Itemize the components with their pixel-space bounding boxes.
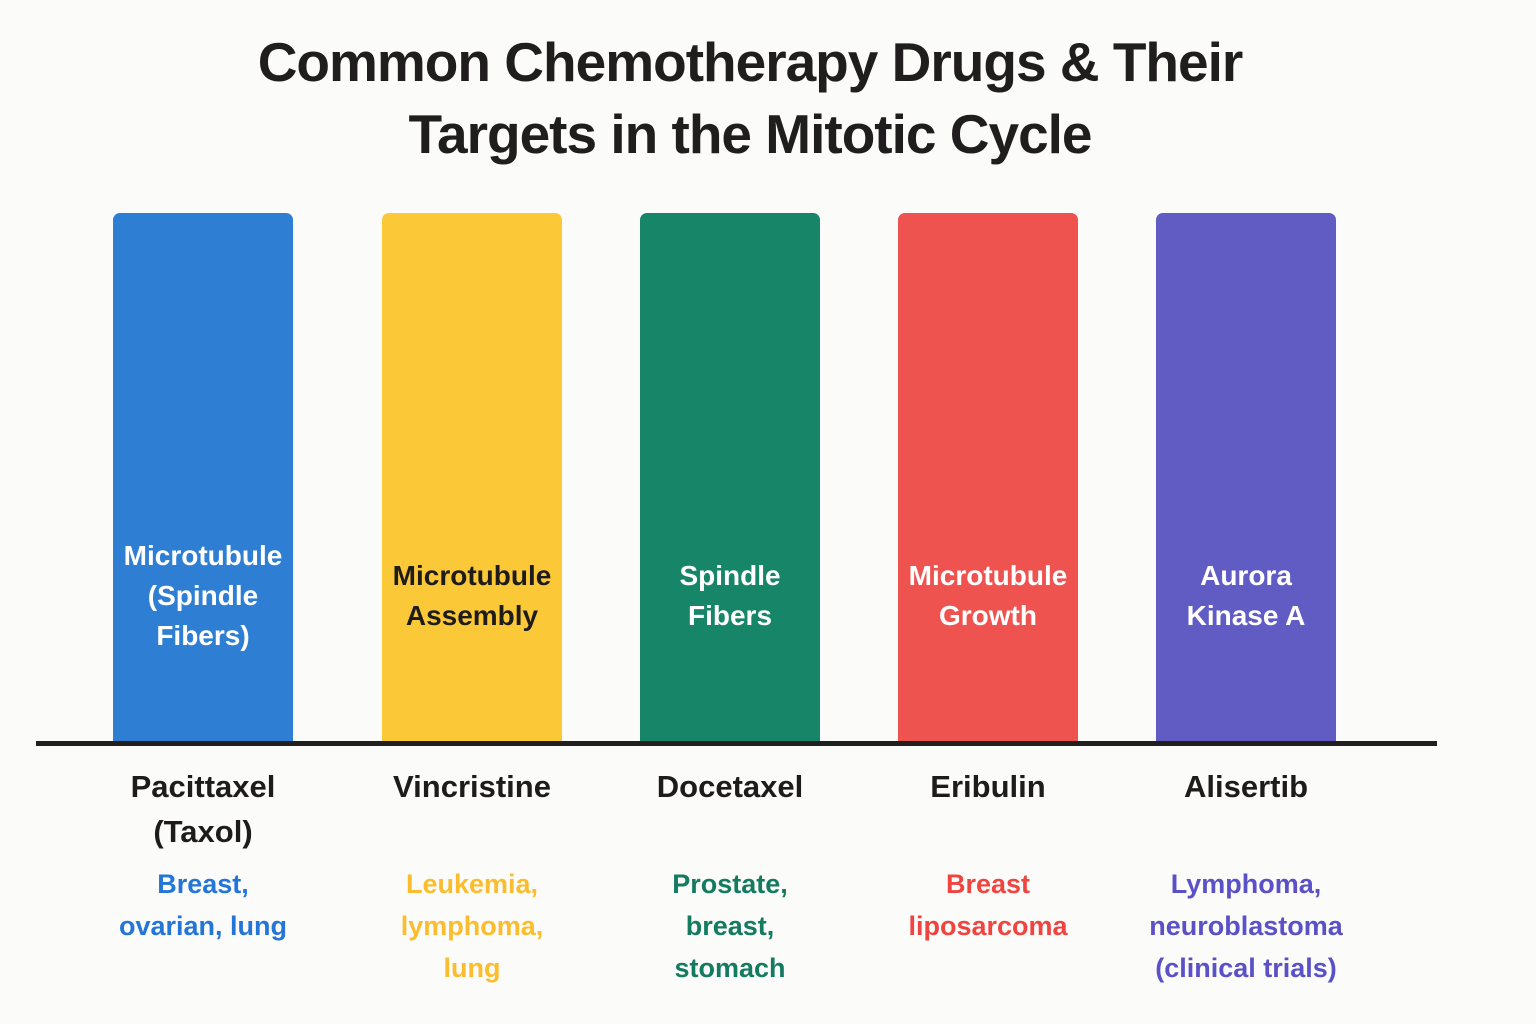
- bar-vincristine: [382, 213, 562, 742]
- drug-name-pacittaxel: Pacittaxel (Taxol): [130, 769, 276, 849]
- bar-target-label-vincristine: Microtubule Assembly: [392, 560, 552, 631]
- chart-title-line2: Targets in the Mitotic Cycle: [408, 103, 1092, 165]
- bar-target-label-docetaxel: Spindle Fibers: [679, 560, 781, 631]
- chart-title-line1: Common Chemotherapy Drugs & Their: [257, 31, 1244, 93]
- drug-name-docetaxel: Docetaxel: [656, 769, 804, 804]
- chart-title: Common Chemotherapy Drugs & Their Target…: [0, 26, 1500, 170]
- cancer-types-alisertib: Lymphoma, neuroblastoma (clinical trials…: [1149, 869, 1343, 983]
- drug-name-alisertib: Alisertib: [1183, 769, 1309, 804]
- bar-docetaxel: [640, 213, 820, 742]
- drug-name-eribulin: Eribulin: [930, 769, 1046, 804]
- bar-target-label-eribulin: Microtubule Growth: [908, 560, 1068, 631]
- bar-alisertib: [1156, 213, 1336, 742]
- bar-eribulin: [898, 213, 1078, 742]
- baseline-axis: [36, 741, 1437, 746]
- cancer-types-pacittaxel: Breast, ovarian, lung: [118, 869, 288, 941]
- cancer-types-eribulin: Breast liposarcoma: [908, 869, 1068, 941]
- cancer-types-vincristine: Leukemia, lymphoma, lung: [400, 869, 544, 983]
- bar-target-label-pacittaxel: Microtubule (Spindle Fibers): [123, 540, 283, 651]
- cancer-types-docetaxel: Prostate, breast, stomach: [672, 869, 788, 983]
- drug-name-vincristine: Vincristine: [393, 769, 551, 804]
- bar-pacittaxel: [113, 213, 293, 742]
- bar-target-label-alisertib: Aurora Kinase A: [1186, 560, 1306, 631]
